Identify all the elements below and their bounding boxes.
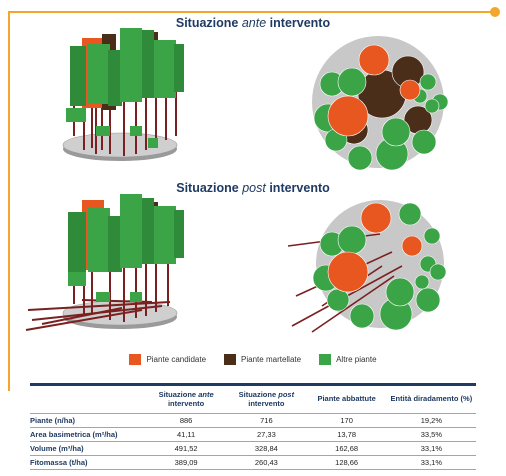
- header-empty: [30, 382, 146, 414]
- ante-canopy-topview: [312, 36, 449, 170]
- cell-post: 328,84: [226, 441, 307, 456]
- cell-post: 716: [226, 413, 307, 428]
- legend-item-marked: Piante martellate: [224, 354, 301, 365]
- legend-swatch-orange: [129, 354, 142, 365]
- accent-frame-left: [8, 11, 10, 391]
- cell-entita: 33,1%: [386, 441, 476, 456]
- header-ante: Situazione ante intervento: [145, 382, 227, 414]
- cell-ante: 41,11: [145, 427, 227, 442]
- table-header-row: Situazione ante intervento Situazione po…: [30, 382, 476, 414]
- cell-entita: 33,5%: [386, 427, 476, 442]
- post-heading: Situazione post intervento: [176, 181, 330, 195]
- legend-item-other: Altre piante: [319, 354, 377, 365]
- row-label: Volume (m³/ha): [30, 441, 146, 456]
- post-stand-3d: [25, 194, 184, 331]
- accent-frame-top: [8, 11, 494, 13]
- table-row: Piante (n/ha) 886 716 170 19,2%: [30, 413, 476, 428]
- cell-entita: 19,2%: [386, 413, 476, 428]
- row-label: Area basimetrica (m²/ha): [30, 427, 146, 442]
- legend-swatch-green: [319, 354, 332, 365]
- row-label: Fitomassa (t/ha): [30, 455, 146, 471]
- cell-abbattute: 128,66: [306, 455, 387, 471]
- header-post: Situazione post intervento: [226, 382, 307, 414]
- legend-swatch-brown: [224, 354, 237, 365]
- cell-entita: 33,1%: [386, 455, 476, 471]
- cell-abbattute: 13,78: [306, 427, 387, 442]
- row-label: Piante (n/ha): [30, 413, 146, 428]
- accent-dot: [490, 7, 500, 17]
- cell-abbattute: 170: [306, 413, 387, 428]
- legend-label: Piante martellate: [241, 355, 302, 364]
- ante-stand-3d: [62, 28, 184, 161]
- header-abbattute: Piante abbattute: [306, 382, 387, 414]
- cell-ante: 389,09: [145, 455, 227, 471]
- legend: Piante candidate Piante martellate Altre…: [0, 354, 506, 365]
- table-row: Area basimetrica (m²/ha) 41,11 27,33 13,…: [30, 427, 476, 442]
- ante-heading: Situazione ante intervento: [175, 16, 331, 30]
- cell-ante: 886: [145, 413, 227, 428]
- legend-item-candidate: Piante candidate: [129, 354, 206, 365]
- header-entita: Entità diradamento (%): [386, 382, 476, 414]
- cell-abbattute: 162,68: [306, 441, 387, 456]
- thinning-data-table: Situazione ante intervento Situazione po…: [30, 382, 476, 471]
- cell-post: 260,43: [226, 455, 307, 471]
- legend-label: Altre piante: [336, 355, 377, 364]
- table-row: Fitomassa (t/ha) 389,09 260,43 128,66 33…: [30, 455, 476, 471]
- legend-label: Piante candidate: [146, 355, 207, 364]
- table-row: Volume (m³/ha) 491,52 328,84 162,68 33,1…: [30, 441, 476, 456]
- cell-post: 27,33: [226, 427, 307, 442]
- post-canopy-topview: [287, 200, 447, 333]
- cell-ante: 491,52: [145, 441, 227, 456]
